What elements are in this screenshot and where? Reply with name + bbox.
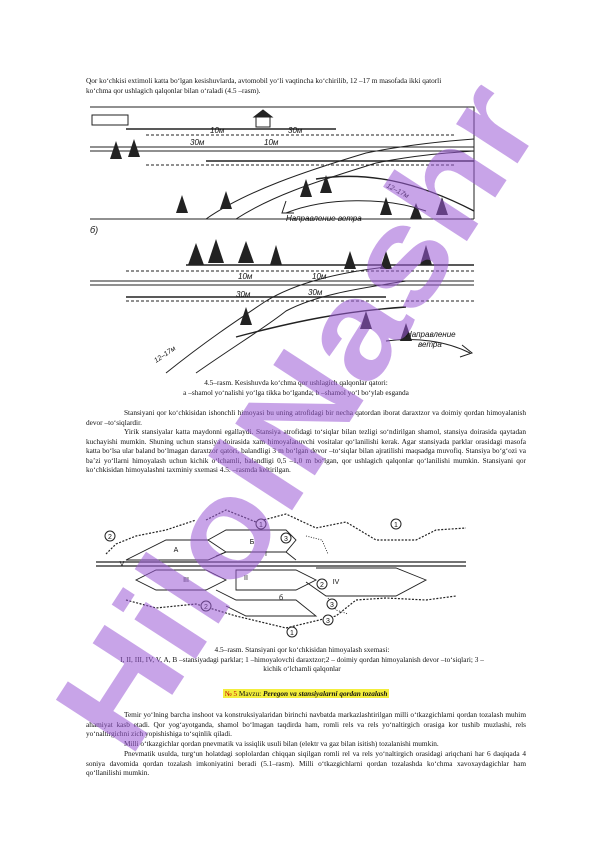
- label-10m-c: 10м: [238, 272, 253, 281]
- section-heading: № 5 Mavzu: Peregon va stansiyalarni qord…: [86, 689, 526, 699]
- fig2-label-2-bottom: 2: [204, 604, 208, 611]
- fig2-label-3-lower: 3: [326, 618, 330, 625]
- label-wind-b2: ветра: [418, 340, 442, 349]
- figure-station-scheme: 1 2 3 A V Б I II III IV б 1 1 3 2 2 3: [96, 509, 467, 638]
- figure2-caption-line2: I, II, III, IV, V, A, B –stansiyadagi pa…: [120, 654, 484, 664]
- label-30m-c: 30м: [236, 290, 251, 299]
- intro-line-1: Qor ko‘chkisi extimoli katta bo‘lgan kes…: [86, 76, 442, 85]
- heading-number: № 5: [224, 689, 237, 698]
- label-30m-a: 30м: [190, 138, 205, 147]
- label-wind-a: Направление ветра: [286, 214, 362, 223]
- paragraph-3: Temir yo‘lning barcha inshoot va konstru…: [86, 710, 526, 739]
- fig2-label-1-top: 1: [259, 522, 263, 529]
- fig2-label-1-right: 1: [394, 522, 398, 529]
- fig2-label-3-top: 3: [284, 536, 288, 543]
- figure1-caption-line2: a –shamol yo‘nalishi yo‘lga tikka bo‘lga…: [183, 387, 409, 397]
- figure1-caption: 4.5–rasm. Kesishuvda ko‘chma qor ushlagi…: [86, 378, 506, 397]
- fig2-label-II: II: [244, 575, 248, 582]
- label-10m-b: 10м: [264, 138, 279, 147]
- label-1217m-a: 12–17м: [385, 183, 410, 201]
- label-10m-d: 10м: [312, 272, 327, 281]
- heading-prefix: Mavzu:: [238, 689, 262, 698]
- fig2-label-III: III: [183, 577, 189, 584]
- fig2-label-B: Б: [250, 539, 255, 546]
- label-panel-a: б): [90, 225, 98, 235]
- label-30m-d: 30м: [308, 288, 323, 297]
- label-10m-a: 10м: [210, 126, 225, 135]
- paragraph-2: Yirik stansiyalar katta maydonni egallay…: [86, 427, 526, 475]
- label-1217m-b: 12–17м: [153, 345, 177, 364]
- heading-highlight: № 5 Mavzu: Peregon va stansiyalarni qord…: [222, 689, 390, 698]
- figure-snow-fence-diagram: 10м 30м 30м 10м 12–17м Направление ветра…: [90, 106, 475, 374]
- heading-title: Peregon va stansiyalarni qordan tozalash: [262, 689, 388, 698]
- intro-line-2: ko‘chma qor ushlagich qalqonlar bilan o‘…: [86, 85, 261, 95]
- fig2-label-IV: IV: [333, 579, 340, 586]
- figure2-caption-line1: 4.5–rasm. Stansiyani qor ko‘chkisidan hi…: [214, 645, 390, 654]
- label-wind-b1: Направление: [406, 330, 456, 339]
- figure2-caption: 4.5–rasm. Stansiyani qor ko‘chkisidan hi…: [72, 645, 532, 674]
- fig2-label-V: V: [120, 561, 125, 568]
- label-30m-b: 30м: [288, 126, 303, 135]
- paragraph-1: Stansiyani qor ko‘chkisidan ishonchli hi…: [86, 408, 526, 427]
- fig2-label-2-left: 2: [108, 534, 112, 541]
- figure2-caption-line3: kichik o‘lchamli qalqonlar: [263, 664, 341, 674]
- paragraph-5: Pnevmatik usulda, turg‘un holatdagi sopl…: [86, 749, 526, 778]
- fig2-label-I: I: [265, 551, 267, 558]
- fig2-label-b: б: [279, 594, 283, 602]
- fig2-label-2-right: 2: [320, 582, 324, 589]
- fig2-label-1-bottom: 1: [290, 630, 294, 637]
- figure1-caption-line1: 4.5–rasm. Kesishuvda ko‘chma qor ushlagi…: [204, 378, 388, 387]
- fig2-label-3-bottom: 3: [330, 602, 334, 609]
- paragraph-4: Milli o‘tkazgichlar qordan pnevmatik va …: [124, 739, 439, 748]
- fig2-label-A: A: [174, 547, 179, 554]
- intro-paragraph: Qor ko‘chkisi extimoli katta bo‘lgan kes…: [86, 76, 526, 95]
